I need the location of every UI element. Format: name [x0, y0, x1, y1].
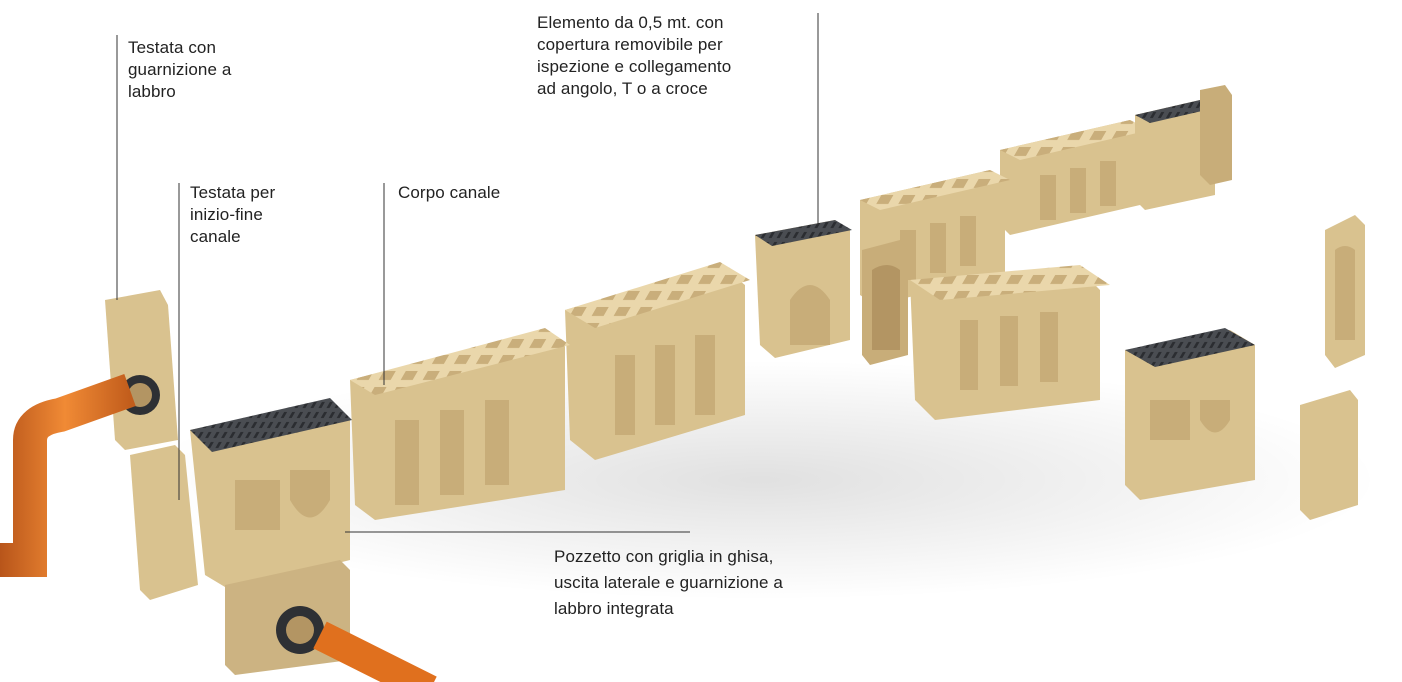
end-cap-right-top [1325, 215, 1365, 368]
pipe-bottom [313, 621, 437, 682]
channel-front-1 [350, 328, 570, 520]
callout-testata-guarnizione: Testata con guarnizione a labbro [128, 38, 232, 101]
channel-branch [910, 265, 1110, 420]
callout-testata-inizio-fine: Testata per inizio-fine canale [190, 183, 276, 246]
inspection-end-cap [862, 240, 908, 365]
end-cap-gasket [105, 290, 178, 450]
callout-corpo-canale: Corpo canale [398, 183, 501, 202]
channel-back-grate-element [1135, 85, 1232, 210]
end-cap-start [130, 445, 198, 600]
end-cap-right-bottom [1300, 390, 1358, 520]
channel-back-3 [1000, 120, 1150, 235]
callout-elemento-05: Elemento da 0,5 mt. con copertura removi… [537, 13, 732, 98]
inspection-element [755, 220, 852, 358]
channel-front-2 [565, 262, 750, 460]
sump-right [1125, 328, 1255, 500]
pipe-left [0, 373, 136, 577]
callout-pozzetto: Pozzetto con griglia in ghisa, uscita la… [554, 547, 783, 618]
